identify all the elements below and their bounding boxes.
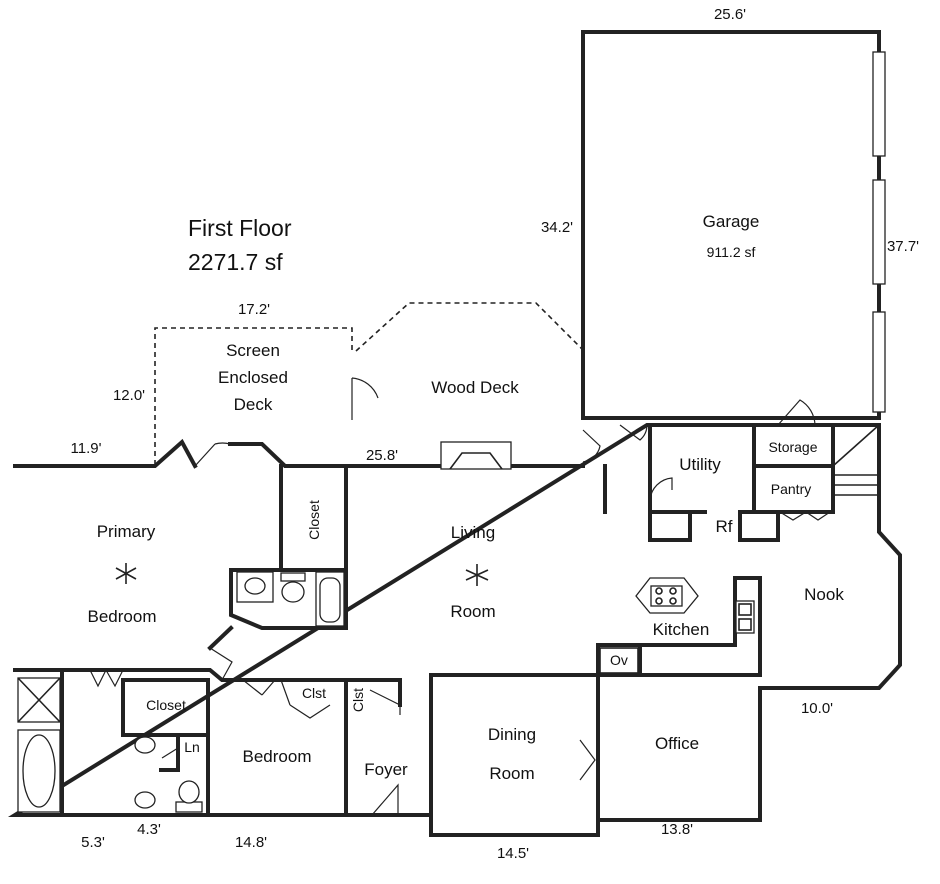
- dim-bath2-bottom: 4.3': [137, 821, 161, 838]
- bedroom-label: Bedroom: [243, 747, 312, 766]
- foyer-label: Foyer: [364, 760, 408, 779]
- closet-main-label: Closet: [306, 500, 322, 540]
- primary-bedroom-label-1: Primary: [97, 522, 156, 541]
- floor-title: First Floor: [188, 215, 292, 241]
- dim-nook-bottom: 10.0': [801, 700, 833, 717]
- dining-room-label-1: Dining: [488, 725, 536, 744]
- dim-bedroom-bottom: 14.8': [235, 834, 267, 851]
- floor-area: 2271.7 sf: [188, 249, 283, 275]
- oven-box: [599, 647, 639, 674]
- dim-garage-width: 25.6': [714, 6, 746, 23]
- screen-deck-outline: [154, 327, 353, 465]
- doors: [89, 377, 831, 816]
- garage-area: 911.2 sf: [707, 244, 756, 260]
- nook-label: Nook: [804, 585, 844, 604]
- wood-deck-label: Wood Deck: [431, 378, 519, 397]
- kitchen-label: Kitchen: [653, 620, 710, 639]
- bath-fixtures: [17, 571, 345, 813]
- oven-label: Ov: [610, 652, 628, 668]
- office-label: Office: [655, 734, 699, 753]
- rf-label: Rf: [716, 517, 733, 536]
- toilet-tank-primary: [280, 572, 306, 582]
- primary-bedroom-label-2: Bedroom: [88, 607, 157, 626]
- dim-screen-deck-depth: 12.0': [113, 387, 145, 404]
- closet-bath-label: Closet: [146, 697, 186, 713]
- dim-garage-right: 37.7': [887, 238, 919, 255]
- linen-label: Ln: [184, 739, 200, 755]
- sink-2: [134, 791, 156, 809]
- garage: [581, 30, 886, 420]
- dim-primary-top: 11.9': [71, 440, 102, 457]
- garage-door-2: [872, 179, 886, 285]
- dim-dining-bottom: 14.5': [497, 845, 529, 862]
- dim-office-bottom: 13.8': [661, 821, 693, 838]
- dim-living-top: 25.8': [366, 447, 398, 464]
- living-room-label-2: Room: [450, 602, 495, 621]
- utility-label: Utility: [679, 455, 721, 474]
- storage-label: Storage: [768, 439, 817, 455]
- ceiling-fan-living: [465, 564, 489, 586]
- sink-1: [134, 736, 156, 754]
- screen-deck-label-2: Enclosed: [218, 368, 288, 387]
- clst-2-label: Clst: [350, 688, 366, 712]
- kitchen-sink: [735, 600, 755, 634]
- pantry-label: Pantry: [771, 481, 811, 497]
- dining-room-label-2: Room: [489, 764, 534, 783]
- garage-door-1: [872, 51, 886, 157]
- garage-label: Garage: [703, 212, 760, 231]
- dim-screen-deck-width: 17.2': [238, 301, 270, 318]
- house-exterior-wall: [7, 423, 902, 837]
- screen-deck-label-1: Screen: [226, 341, 280, 360]
- screen-deck-label-3: Deck: [234, 395, 273, 414]
- interior-walls: [13, 423, 880, 822]
- garage-door-3: [872, 311, 886, 413]
- wood-deck-outline: [355, 302, 584, 352]
- fireplace: [440, 441, 512, 470]
- clst-1-label: Clst: [302, 685, 326, 701]
- dim-garage-left: 34.2': [541, 219, 573, 236]
- ceiling-fan-primary: [115, 563, 137, 584]
- living-room-label-1: Living: [451, 523, 495, 542]
- dim-bath-bottom: 5.3': [81, 834, 105, 851]
- kitchen-fixtures: [635, 577, 755, 634]
